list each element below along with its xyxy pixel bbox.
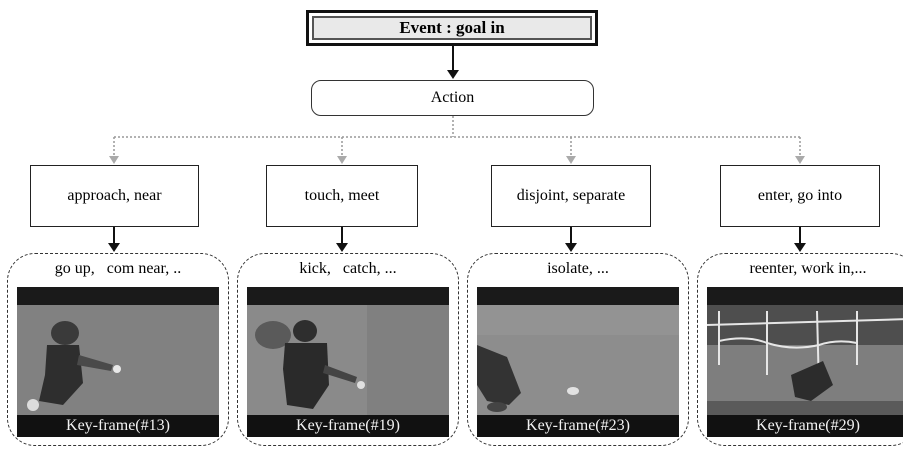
soccer-scene-illustration — [707, 305, 903, 415]
event-label: Event : goal in — [399, 18, 505, 37]
action-verbs: reenter, work in,... — [749, 260, 867, 277]
arrow-down-icon — [795, 156, 805, 164]
relation-node-disjoint: disjoint, separate — [491, 165, 651, 227]
arrow-down-icon — [336, 243, 348, 252]
relation-node-touch: touch, meet — [266, 165, 418, 227]
action-node: Action — [311, 80, 594, 116]
keyframe-group-29: reenter, work in,... Key-frame(#29) — [697, 253, 903, 446]
keyframe-caption: Key-frame(#13) — [17, 415, 219, 437]
event-node: Event : goal in — [306, 10, 598, 46]
keyframe-image: Key-frame(#13) — [17, 287, 219, 437]
relation-label: touch, meet — [304, 187, 380, 204]
relation-to-group-arrows — [113, 227, 801, 245]
soccer-scene-illustration — [17, 305, 219, 415]
arrow-down-icon — [108, 243, 120, 252]
keyframe-caption: Key-frame(#29) — [707, 415, 903, 437]
keyframe-image: Key-frame(#29) — [707, 287, 903, 437]
relation-label: enter, go into — [757, 187, 843, 204]
relation-node-enter: enter, go into — [720, 165, 880, 227]
relation-node-approach: approach, near — [30, 165, 199, 227]
keyframe-group-13: go up, com near, .. Key-frame(#13) — [7, 253, 229, 446]
arrow-down-icon — [566, 156, 576, 164]
action-verbs: isolate, ... — [547, 260, 609, 277]
action-to-relations-connector — [113, 116, 801, 158]
soccer-scene-illustration — [477, 305, 679, 415]
action-label: Action — [430, 89, 475, 106]
arrow-down-icon — [447, 70, 459, 79]
keyframe-caption: Key-frame(#19) — [247, 415, 449, 437]
relation-label: disjoint, separate — [516, 187, 626, 204]
relation-label: approach, near — [67, 187, 162, 204]
arrow-down-icon — [794, 243, 806, 252]
keyframe-caption: Key-frame(#23) — [477, 415, 679, 437]
arrow-down-icon — [337, 156, 347, 164]
keyframe-group-23: isolate, ... Key-frame(#23) — [467, 253, 689, 446]
arrow-down-icon — [565, 243, 577, 252]
action-verbs: kick, catch, ... — [299, 260, 397, 277]
action-verbs: go up, com near, .. — [54, 260, 182, 277]
keyframe-group-19: kick, catch, ... Key-frame(#19) — [237, 253, 459, 446]
soccer-scene-illustration — [247, 305, 449, 415]
arrow-down-icon — [109, 156, 119, 164]
keyframe-image: Key-frame(#23) — [477, 287, 679, 437]
keyframe-image: Key-frame(#19) — [247, 287, 449, 437]
